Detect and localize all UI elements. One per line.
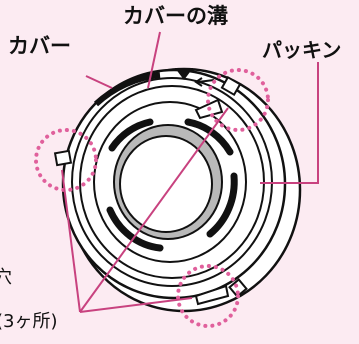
highlight-hole-top-right: [206, 68, 270, 132]
leader-hole-bottom: [79, 297, 193, 313]
label-cover: カバー: [8, 34, 71, 58]
arrow-left-icon: [197, 79, 215, 83]
label-hole: 穴: [0, 267, 12, 288]
segment-arc-topright: [184, 118, 234, 156]
highlight-hole-bottom: [176, 264, 240, 328]
segment-arc-bottomleft: [106, 206, 164, 252]
tab-left: [53, 149, 73, 167]
label-packing: パッキン: [262, 38, 342, 62]
segment-arc-right: [206, 172, 238, 238]
label-cover-groove: カバーの溝: [123, 4, 228, 28]
leader-cover-groove: [147, 31, 161, 89]
triangle-marker-icon: [175, 68, 193, 80]
segmented-arcs: [106, 118, 238, 252]
tab-top-right: [220, 75, 242, 97]
cover-groove-arc: [93, 72, 161, 107]
leader-hole-left: [61, 169, 81, 313]
highlight-circles: [34, 68, 270, 328]
tab-bottom-right: [228, 278, 248, 298]
leader-cover: [85, 75, 113, 89]
notch-bottom: [194, 284, 230, 306]
inner-frame-ring: [93, 101, 247, 263]
segment-arc-topleft: [108, 118, 154, 152]
leader-lines: [61, 31, 319, 313]
highlight-hole-left: [34, 128, 98, 192]
leader-packing: [260, 62, 319, 184]
lens-center: [119, 135, 213, 233]
leader-hole-top-right: [79, 107, 229, 313]
label-hole-count: (3ヶ所): [0, 311, 58, 332]
